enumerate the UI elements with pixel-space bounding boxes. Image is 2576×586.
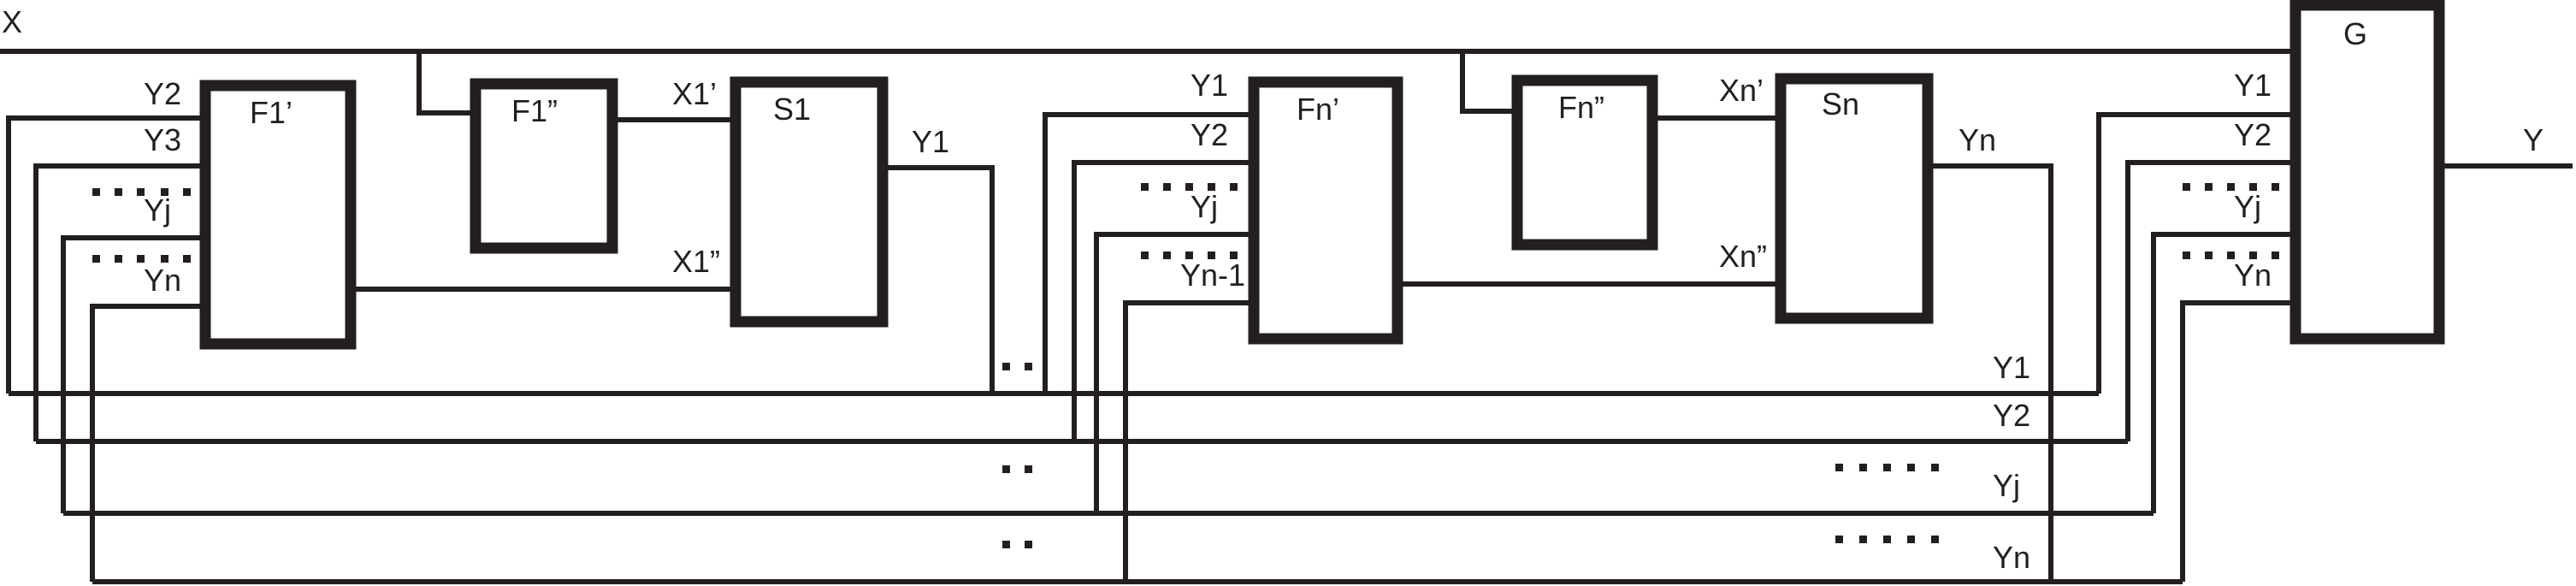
f1-input-label: Yn bbox=[144, 263, 181, 298]
s1-input-label: X1” bbox=[672, 244, 720, 279]
block-fn-dprime-label: Fn” bbox=[1558, 90, 1604, 125]
sn-input-label: Xn” bbox=[1719, 239, 1767, 274]
blocks bbox=[199, 0, 2445, 350]
bus-label: Y2 bbox=[1993, 398, 2030, 433]
g-in-y1 bbox=[2096, 112, 2295, 394]
fn-in-y2 bbox=[1072, 160, 1254, 441]
x-tap-fn bbox=[1460, 51, 1517, 114]
g-in-y2 bbox=[2125, 160, 2295, 441]
block-f1-dprime bbox=[470, 78, 618, 254]
fn-input-label: Yj bbox=[1191, 189, 1218, 224]
block-g bbox=[2289, 0, 2445, 345]
block-sn-label: Sn bbox=[1822, 86, 1859, 121]
f1-in-yj bbox=[61, 235, 205, 513]
f1-in-yn bbox=[90, 304, 205, 582]
bus-label: Yj bbox=[1993, 468, 2020, 503]
s1-output-label: Y1 bbox=[912, 124, 949, 159]
fn-input-label: Y2 bbox=[1191, 117, 1228, 152]
g-in-yj bbox=[2151, 232, 2295, 513]
g-input-label: Y2 bbox=[2234, 117, 2272, 152]
block-s1-label: S1 bbox=[773, 92, 811, 127]
block-sn bbox=[1775, 73, 1934, 324]
fn-input-label: Y1 bbox=[1191, 68, 1228, 103]
sn-output-label: Yn bbox=[1959, 122, 1996, 157]
bus-label: Y1 bbox=[1993, 350, 2030, 385]
fn-in-yj bbox=[1094, 232, 1254, 513]
x-tap-f1 bbox=[417, 51, 476, 115]
g-input-label: Y1 bbox=[2234, 68, 2272, 103]
f1-input-label: Y3 bbox=[144, 122, 181, 157]
fn-in-y1 bbox=[1043, 112, 1254, 394]
g-input-label: Yn bbox=[2234, 257, 2272, 293]
s1-input-label: X1’ bbox=[672, 76, 717, 111]
wires bbox=[0, 49, 2573, 584]
bus-label: Yn bbox=[1993, 540, 2030, 575]
f1-in-y2 bbox=[6, 115, 205, 394]
block-g-label: G bbox=[2343, 16, 2367, 51]
f1-input-label: Y2 bbox=[144, 76, 181, 111]
g-in-yn bbox=[2180, 300, 2295, 582]
ellipsis-marks bbox=[92, 183, 2279, 548]
labels: X Y F1’ F1” S1 Fn’ Fn” Sn G Y2 Y3 Yj Yn … bbox=[2, 4, 2544, 575]
f1-in-y3 bbox=[33, 163, 205, 441]
output-label: Y bbox=[2523, 122, 2544, 157]
block-f1-prime-label: F1’ bbox=[250, 95, 292, 130]
block-s1 bbox=[730, 76, 889, 328]
s1-out-y1 bbox=[883, 165, 995, 394]
block-fn-prime bbox=[1248, 76, 1403, 345]
g-input-label: Yj bbox=[2234, 189, 2261, 224]
fn-input-label: Yn-1 bbox=[1180, 257, 1245, 293]
block-fn-dprime bbox=[1511, 74, 1658, 251]
f1-input-label: Yj bbox=[144, 192, 171, 228]
block-f1-dprime-label: F1” bbox=[511, 93, 558, 128]
block-fn-prime-label: Fn’ bbox=[1297, 92, 1339, 127]
fn-in-yn1 bbox=[1123, 300, 1254, 582]
sn-input-label: Xn’ bbox=[1719, 73, 1764, 108]
sn-out-yn bbox=[1928, 163, 2053, 582]
input-label: X bbox=[2, 4, 22, 39]
block-f1-prime bbox=[199, 80, 357, 350]
